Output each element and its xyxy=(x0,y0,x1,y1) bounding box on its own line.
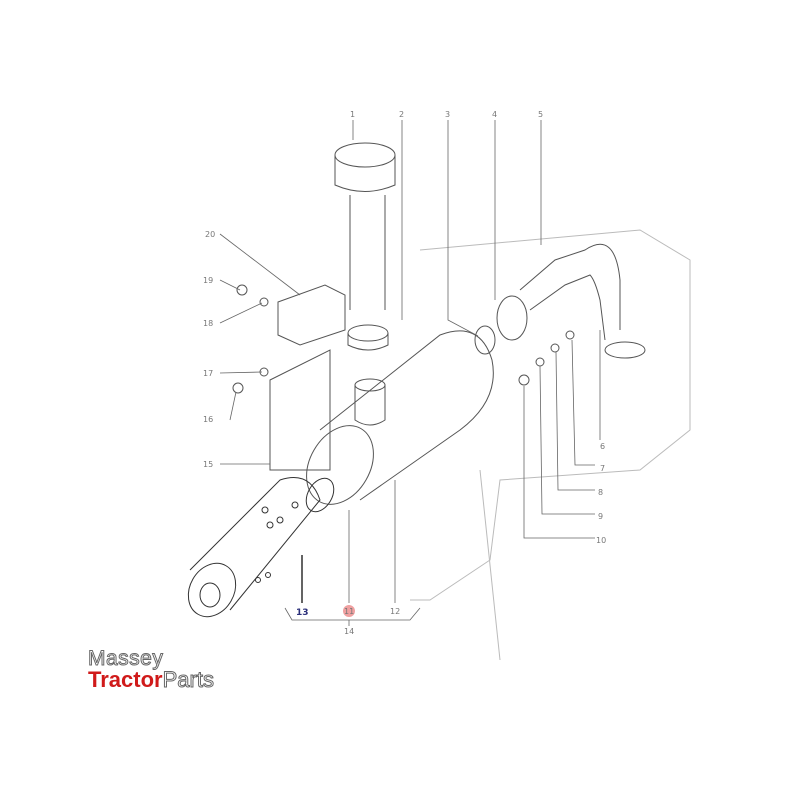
part-5-hose-elbow xyxy=(519,243,646,359)
part-7-washer xyxy=(565,330,575,340)
massey-tractor-parts-logo: Massey TractorParts xyxy=(88,647,215,692)
label-19[interactable]: 19 xyxy=(203,276,213,285)
part-8-washer xyxy=(550,343,560,353)
part-18-washer xyxy=(259,297,269,307)
label-2[interactable]: 2 xyxy=(399,110,404,119)
label-20[interactable]: 20 xyxy=(205,230,215,239)
part-1-cap-pipe xyxy=(334,142,396,310)
logo-parts: Parts xyxy=(162,667,214,692)
label-18[interactable]: 18 xyxy=(203,319,213,328)
part-16-bolt xyxy=(232,382,244,394)
label-9[interactable]: 9 xyxy=(598,512,603,521)
part-4-ring xyxy=(496,295,528,341)
part-20-bracket xyxy=(269,284,346,471)
label-17[interactable]: 17 xyxy=(203,369,213,378)
logo-tractor: Tractor xyxy=(88,667,163,692)
label-10[interactable]: 10 xyxy=(596,536,606,545)
label-14[interactable]: 14 xyxy=(344,627,354,636)
selected-part-marker[interactable] xyxy=(343,605,355,617)
tractor-outline xyxy=(410,229,691,601)
label-8[interactable]: 8 xyxy=(598,488,603,497)
part-9-nut xyxy=(535,357,545,367)
label-13-highlighted[interactable]: 13 xyxy=(296,608,309,618)
part-2-clamp xyxy=(347,324,389,351)
part-12-air-cleaner-housing xyxy=(306,330,494,505)
label-1[interactable]: 1 xyxy=(350,110,355,119)
label-6[interactable]: 6 xyxy=(600,442,605,451)
logo-line-massey: Massey xyxy=(88,647,164,670)
label-16[interactable]: 16 xyxy=(203,415,213,424)
part-19-bolt xyxy=(236,284,248,296)
part-13-filter-element xyxy=(187,477,335,618)
label-11[interactable]: 11 xyxy=(344,607,354,616)
label-3[interactable]: 3 xyxy=(445,110,450,119)
label-12[interactable]: 12 xyxy=(390,607,400,616)
label-15[interactable]: 15 xyxy=(203,460,213,469)
logo-line-tractorparts: TractorParts xyxy=(88,667,214,692)
label-5[interactable]: 5 xyxy=(538,110,543,119)
label-7[interactable]: 7 xyxy=(600,464,605,473)
label-4[interactable]: 4 xyxy=(492,110,497,119)
part-3-seal xyxy=(474,325,496,355)
part-10-bolt xyxy=(518,374,530,386)
